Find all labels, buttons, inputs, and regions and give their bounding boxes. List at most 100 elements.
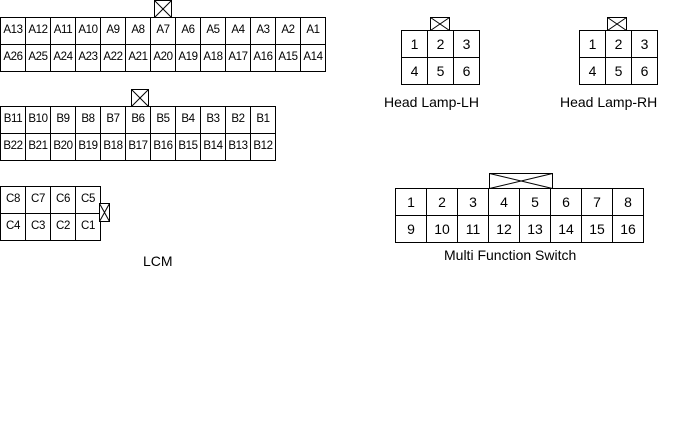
pin-cell: A26 [0, 44, 26, 72]
pin-cell: B2 [225, 106, 251, 134]
pin-cell: B14 [200, 133, 226, 161]
pin-cell: B6 [125, 106, 151, 134]
connector-row: 4 5 6 [401, 57, 480, 85]
pin-cell: B16 [150, 133, 176, 161]
pin-cell: B18 [100, 133, 126, 161]
pin-cell: 7 [581, 188, 613, 216]
pin-cell: 5 [427, 57, 454, 85]
connector-row: B22 B21 B20 B19 B18 B17 B16 B15 B14 B13 … [0, 133, 276, 161]
pin-cell: 4 [401, 57, 428, 85]
pin-cell: 9 [395, 215, 427, 243]
pin-cell: B4 [175, 106, 201, 134]
connector-row: 1 2 3 [579, 30, 658, 58]
pin-cell: B5 [150, 106, 176, 134]
head-lamp-rh-caption: Head Lamp-RH [560, 94, 658, 110]
connector-row: 4 5 6 [579, 57, 658, 85]
pin-cell: 1 [401, 30, 428, 58]
pin-cell: A8 [125, 17, 151, 45]
pin-cell: 3 [453, 30, 480, 58]
pin-cell: A25 [25, 44, 51, 72]
pin-cell: C8 [0, 186, 26, 214]
pin-cell: B17 [125, 133, 151, 161]
head-lamp-lh-locking-tab [430, 17, 450, 31]
multi-function-switch-connector: 1 2 3 4 5 6 7 8 9 10 11 12 13 14 15 16 [395, 188, 644, 243]
pin-cell: B12 [250, 133, 276, 161]
pin-cell: A12 [25, 17, 51, 45]
pin-cell: B8 [75, 106, 101, 134]
pin-cell: 6 [631, 57, 658, 85]
pin-cell: A4 [225, 17, 251, 45]
pin-cell: A23 [75, 44, 101, 72]
pin-cell: 1 [579, 30, 606, 58]
pin-cell: 6 [550, 188, 582, 216]
pin-cell: B7 [100, 106, 126, 134]
head-lamp-lh-connector: 1 2 3 4 5 6 [401, 30, 480, 85]
pin-cell: A3 [250, 17, 276, 45]
lcm-b-locking-tab [131, 89, 149, 107]
pin-cell: 16 [612, 215, 644, 243]
connector-row: C8 C7 C6 C5 [0, 186, 101, 214]
lcm-c-locking-tab [99, 203, 110, 222]
multi-function-switch-locking-tab [489, 173, 553, 189]
pin-cell: 3 [631, 30, 658, 58]
pin-cell: 14 [550, 215, 582, 243]
pin-cell: A20 [150, 44, 176, 72]
pin-cell: A19 [175, 44, 201, 72]
pin-cell: 5 [605, 57, 632, 85]
lcm-connector-a: A13 A12 A11 A10 A9 A8 A7 A6 A5 A4 A3 A2 … [0, 17, 326, 72]
pin-cell: B9 [50, 106, 76, 134]
lcm-connector-c: C8 C7 C6 C5 C4 C3 C2 C1 [0, 186, 101, 241]
pin-cell: 4 [488, 188, 520, 216]
pin-cell: 2 [427, 30, 454, 58]
pin-cell: C3 [25, 213, 51, 241]
pin-cell: A22 [100, 44, 126, 72]
pin-cell: 3 [457, 188, 489, 216]
pin-cell: B20 [50, 133, 76, 161]
pin-cell: A15 [275, 44, 301, 72]
pin-cell: B3 [200, 106, 226, 134]
pin-cell: A17 [225, 44, 251, 72]
pin-cell: A6 [175, 17, 201, 45]
pin-cell: A1 [300, 17, 326, 45]
pin-cell: 12 [488, 215, 520, 243]
pin-cell: B22 [0, 133, 26, 161]
pin-cell: A11 [50, 17, 76, 45]
lcm-connector-b: B11 B10 B9 B8 B7 B6 B5 B4 B3 B2 B1 B22 B… [0, 106, 276, 161]
pin-cell: 10 [426, 215, 458, 243]
pin-cell: 15 [581, 215, 613, 243]
pin-cell: A16 [250, 44, 276, 72]
pin-cell: 2 [426, 188, 458, 216]
pin-cell: 13 [519, 215, 551, 243]
pin-cell: B19 [75, 133, 101, 161]
connector-row: 9 10 11 12 13 14 15 16 [395, 215, 644, 243]
pin-cell: A7 [150, 17, 176, 45]
lcm-a-locking-tab [154, 0, 172, 18]
pin-cell: C4 [0, 213, 26, 241]
pin-cell: 4 [579, 57, 606, 85]
pin-cell: A21 [125, 44, 151, 72]
pin-cell: B13 [225, 133, 251, 161]
pin-cell: A10 [75, 17, 101, 45]
head-lamp-rh-connector: 1 2 3 4 5 6 [579, 30, 658, 85]
connector-row: 1 2 3 [401, 30, 480, 58]
pin-cell: B1 [250, 106, 276, 134]
pin-cell: A9 [100, 17, 126, 45]
connector-row: A26 A25 A24 A23 A22 A21 A20 A19 A18 A17 … [0, 44, 326, 72]
pin-cell: 11 [457, 215, 489, 243]
pin-cell: C2 [50, 213, 76, 241]
pin-cell: C7 [25, 186, 51, 214]
pin-cell: A14 [300, 44, 326, 72]
pin-cell: A5 [200, 17, 226, 45]
head-lamp-lh-caption: Head Lamp-LH [384, 94, 479, 110]
pin-cell: A18 [200, 44, 226, 72]
head-lamp-rh-locking-tab [607, 17, 627, 31]
lcm-caption: LCM [143, 253, 173, 269]
pin-cell: 6 [453, 57, 480, 85]
pin-cell: B21 [25, 133, 51, 161]
connector-row: B11 B10 B9 B8 B7 B6 B5 B4 B3 B2 B1 [0, 106, 276, 134]
connector-row: A13 A12 A11 A10 A9 A8 A7 A6 A5 A4 A3 A2 … [0, 17, 326, 45]
pin-cell: C5 [75, 186, 101, 214]
pin-cell: B10 [25, 106, 51, 134]
multi-function-switch-caption: Multi Function Switch [444, 247, 577, 263]
pin-cell: 1 [395, 188, 427, 216]
